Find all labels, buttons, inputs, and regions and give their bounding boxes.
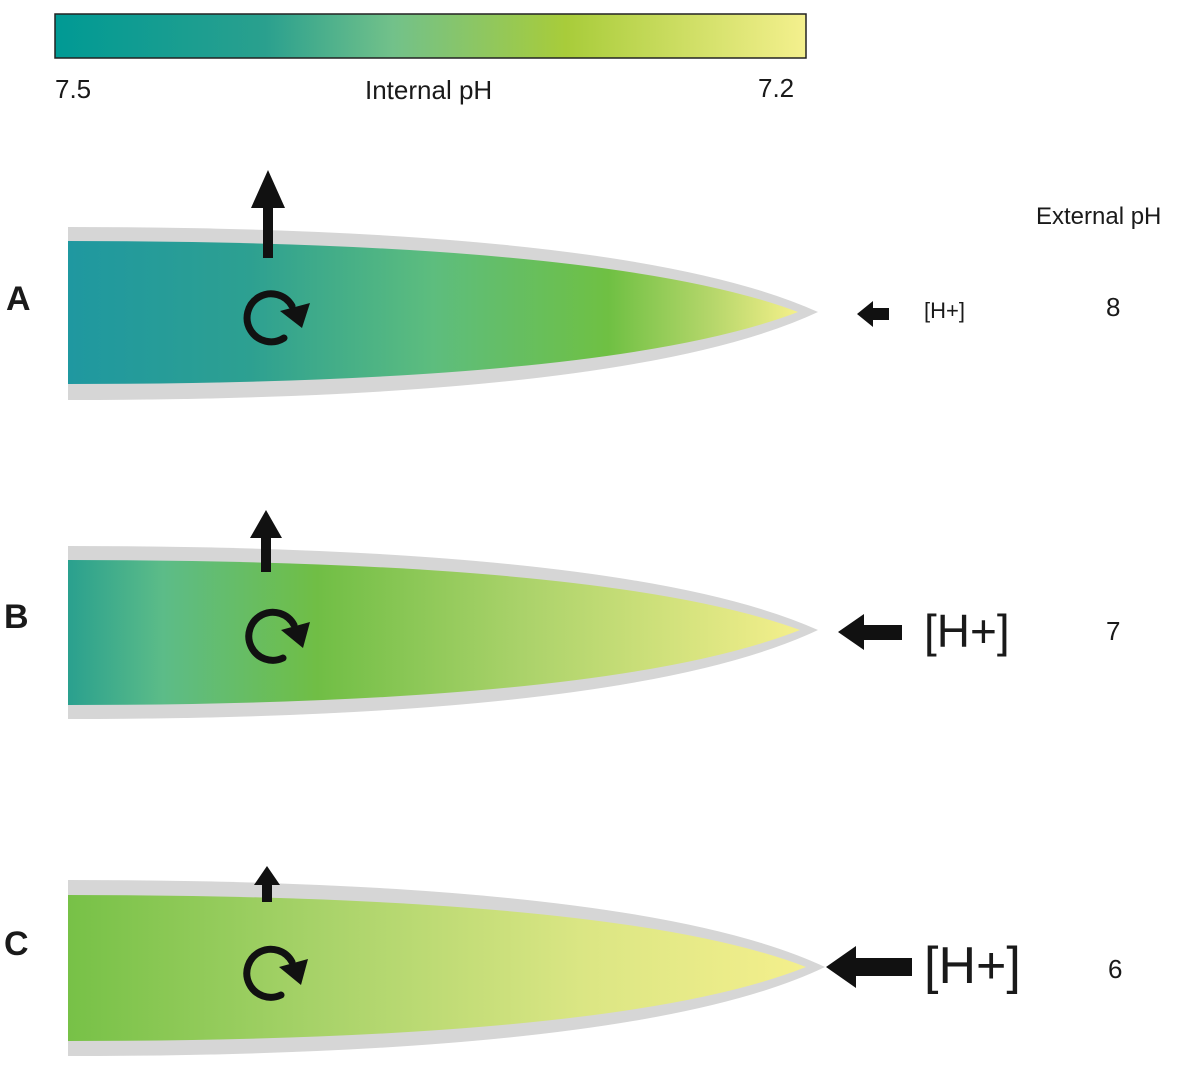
influx-arrows (826, 301, 912, 988)
influx-arrow-b-icon (838, 614, 902, 650)
rotate-arrowhead-b (281, 622, 310, 648)
row-c-proton-label: [H+] (924, 937, 1021, 995)
scale-max-label: 7.2 (758, 73, 795, 103)
rotate-arrow-c-icon (243, 945, 296, 1001)
up-arrow-b-icon (250, 510, 282, 572)
row-c-letter: C (4, 925, 29, 963)
hypha-a (68, 227, 818, 400)
row-b-letter: B (4, 598, 29, 636)
rotate-arrow-a-icon (243, 290, 296, 346)
row-a-external-ph: 8 (1106, 292, 1121, 322)
row-c-external-ph: 6 (1108, 954, 1123, 984)
scale-title: Internal pH (365, 75, 493, 105)
scale-min-label: 7.5 (55, 74, 92, 104)
up-arrows (250, 170, 285, 902)
row-a-proton-label: [H+] (924, 298, 965, 323)
hypha-c (68, 880, 825, 1056)
external-ph-header: External pH (1036, 203, 1162, 230)
rotation-arrowheads (279, 303, 310, 985)
rotation-arrows (243, 290, 298, 1001)
influx-arrow-a-icon (857, 301, 889, 327)
rotate-arrowhead-c (279, 959, 308, 985)
up-arrow-a-icon (251, 170, 285, 258)
hypha-a-cytoplasm (68, 241, 798, 384)
influx-arrow-c-icon (826, 946, 912, 988)
up-arrow-c-icon (254, 866, 280, 902)
row-b-external-ph: 7 (1106, 616, 1121, 646)
ph-scale-bar (54, 13, 807, 59)
hypha-b-cytoplasm (68, 560, 800, 705)
row-a-letter: A (6, 280, 31, 318)
rotate-arrow-b-icon (245, 608, 298, 664)
hypha-b (68, 546, 818, 719)
rotate-arrowhead-a (280, 303, 310, 328)
hypha-c-cytoplasm (68, 895, 806, 1041)
row-b-proton-label: [H+] (924, 605, 1010, 657)
